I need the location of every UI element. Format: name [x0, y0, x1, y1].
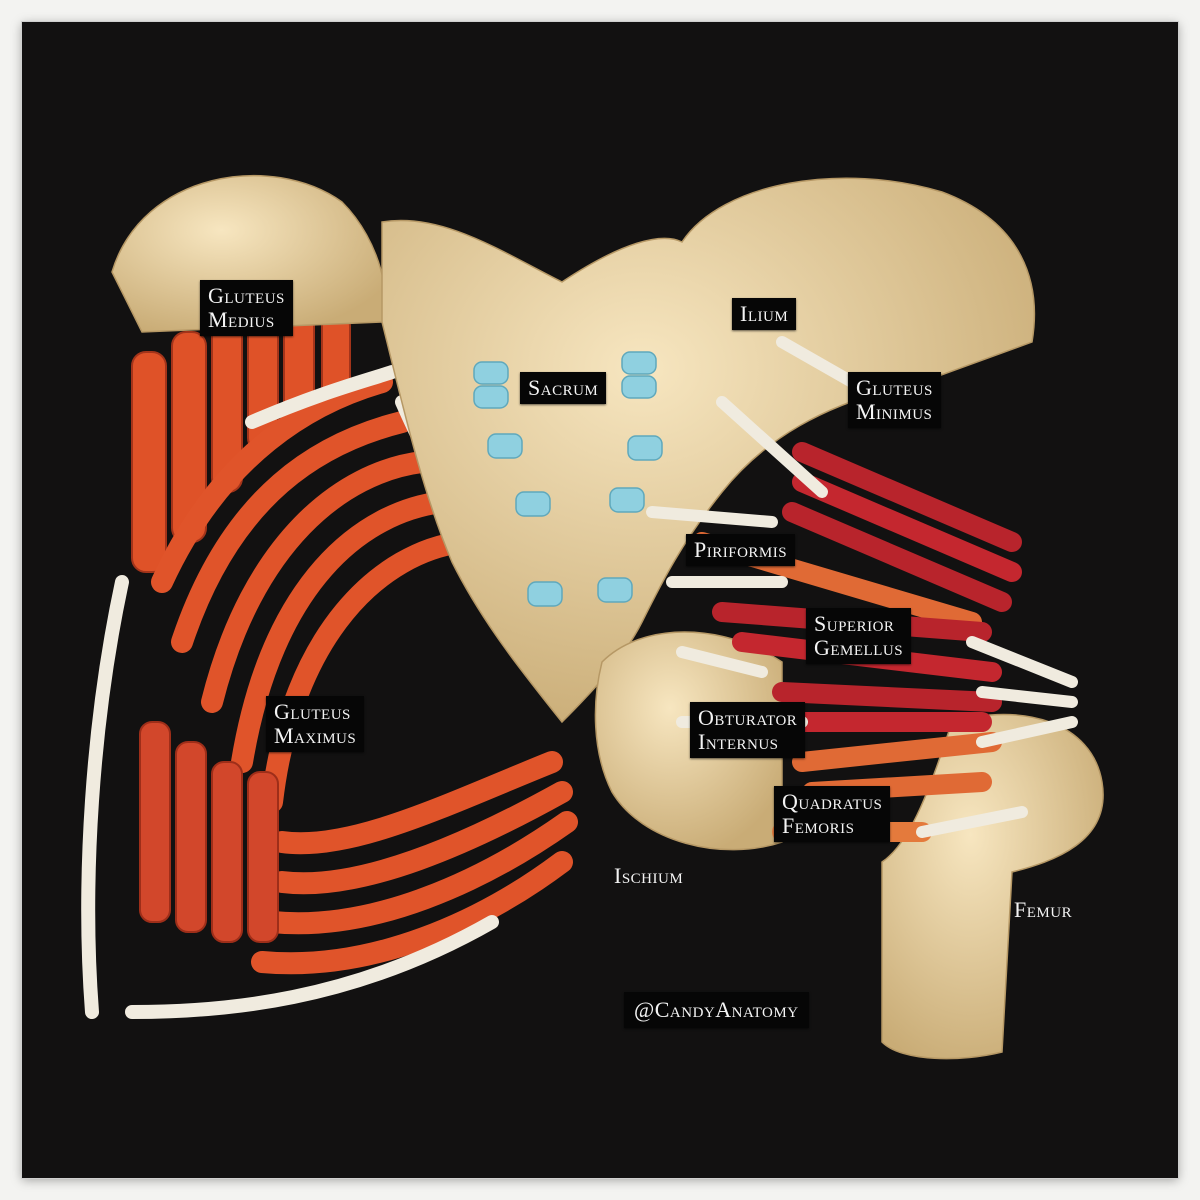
gluteus-minimus-label: Gluteus Minimus	[848, 372, 941, 428]
quadratus-femoris-label: Quadratus Femoris	[774, 786, 891, 842]
photo-frame: Gluteus Medius Sacrum Ilium Gluteus Mini…	[22, 22, 1178, 1178]
sacrum-label: Sacrum	[520, 372, 607, 404]
superior-gemellus-label: Superior Gemellus	[806, 608, 912, 664]
gluteus-medius-label: Gluteus Medius	[200, 280, 293, 336]
piriformis-label: Piriformis	[686, 534, 796, 566]
femur-label: Femur	[1014, 897, 1073, 922]
candy-anatomy-photo	[81, 174, 1104, 1060]
gluteus-maximus-lower-candy	[139, 721, 279, 943]
obturator-internus-label: Obturator Internus	[690, 702, 806, 758]
gluteus-maximus-label: Gluteus Maximus	[266, 696, 365, 752]
ilium-label: Ilium	[732, 298, 797, 330]
deep-rotator-candy	[692, 442, 1022, 842]
blue-marshmallows	[473, 351, 663, 607]
ischium-label: Ischium	[614, 863, 684, 888]
gluteus-maximus-candy	[151, 371, 578, 975]
credit-watermark: @CandyAnatomy	[624, 992, 809, 1028]
